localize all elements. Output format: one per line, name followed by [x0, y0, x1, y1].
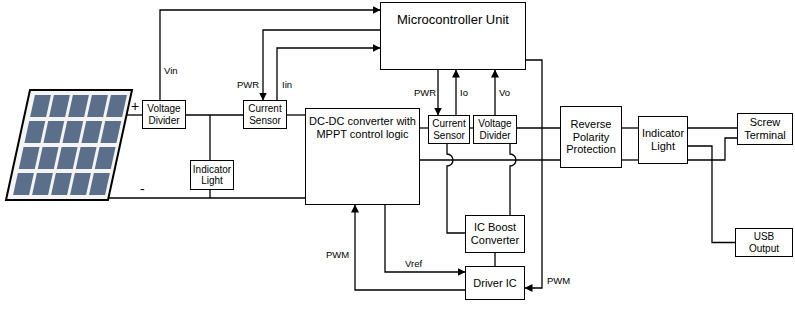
box-label: Microcontroller Unit — [397, 13, 509, 28]
sensor-box: Current Sensor — [243, 100, 287, 129]
box-label: Indicator Light — [193, 164, 231, 187]
signal-name: Vo — [498, 88, 511, 98]
driver-box: Driver IC — [465, 266, 525, 300]
sensor-box: Voltage Divider — [142, 100, 186, 129]
power-wire — [287, 114, 305, 115]
signal-arrow — [277, 48, 380, 100]
protection-box: Reverse Polarity Protection — [560, 106, 622, 168]
box-label: Voltage Divider — [477, 118, 513, 141]
polarity-sign: + — [131, 99, 139, 113]
signal-name: Vin — [163, 66, 179, 76]
power-wire — [688, 127, 737, 128]
box-label: Driver IC — [473, 277, 516, 290]
output-box: USB Output — [735, 228, 793, 257]
signal-name: Iin — [281, 80, 293, 90]
box-label: USB Output — [739, 231, 789, 254]
box-label: Screw Terminal — [741, 116, 789, 141]
power-wire — [688, 146, 735, 243]
box-label: Current Sensor — [247, 103, 283, 126]
power-wire — [420, 127, 428, 128]
power-wire — [517, 127, 560, 128]
box-label: Voltage Divider — [146, 103, 182, 126]
power-wire — [494, 253, 495, 266]
sensor-box: Current Sensor — [428, 115, 470, 144]
power-wire — [622, 127, 638, 128]
signal-arrow — [385, 205, 465, 272]
solar-panel — [6, 90, 132, 200]
signal-arrow — [355, 205, 465, 290]
power-wire — [186, 114, 243, 115]
sensor-box: Voltage Divider — [473, 115, 517, 144]
signal-arrow — [160, 10, 380, 100]
signal-arrow — [455, 70, 456, 115]
power-wires — [108, 115, 737, 233]
signal-arrow — [525, 60, 542, 288]
signal-name: PWM — [325, 250, 350, 260]
polarity-sign: - — [140, 182, 145, 196]
box-label: DC-DC converter with MPPT control logic — [309, 115, 416, 140]
indicator-box: Indicator Light — [638, 116, 688, 164]
signal-name: PWM — [546, 276, 571, 286]
signal-arrow — [494, 70, 495, 115]
terminal-box: Screw Terminal — [737, 113, 793, 145]
signal-arrow — [437, 70, 438, 115]
box-label: Indicator Light — [642, 127, 684, 152]
signal-arrow — [263, 30, 380, 100]
signal-name: PWR — [236, 80, 260, 90]
box-label: Current Sensor — [432, 118, 466, 141]
signal-name: Io — [459, 88, 469, 98]
indicator-box: Indicator Light — [190, 160, 234, 190]
controller-box: Microcontroller Unit — [380, 2, 526, 70]
converter-box: DC-DC converter with MPPT control logic — [305, 108, 420, 205]
signal-name: Vref — [404, 259, 423, 269]
box-label: Reverse Polarity Protection — [564, 118, 618, 156]
signal-name: PWR — [413, 88, 437, 98]
box-label: IC Boost Converter — [469, 221, 521, 246]
converter-box: IC Boost Converter — [465, 215, 525, 253]
